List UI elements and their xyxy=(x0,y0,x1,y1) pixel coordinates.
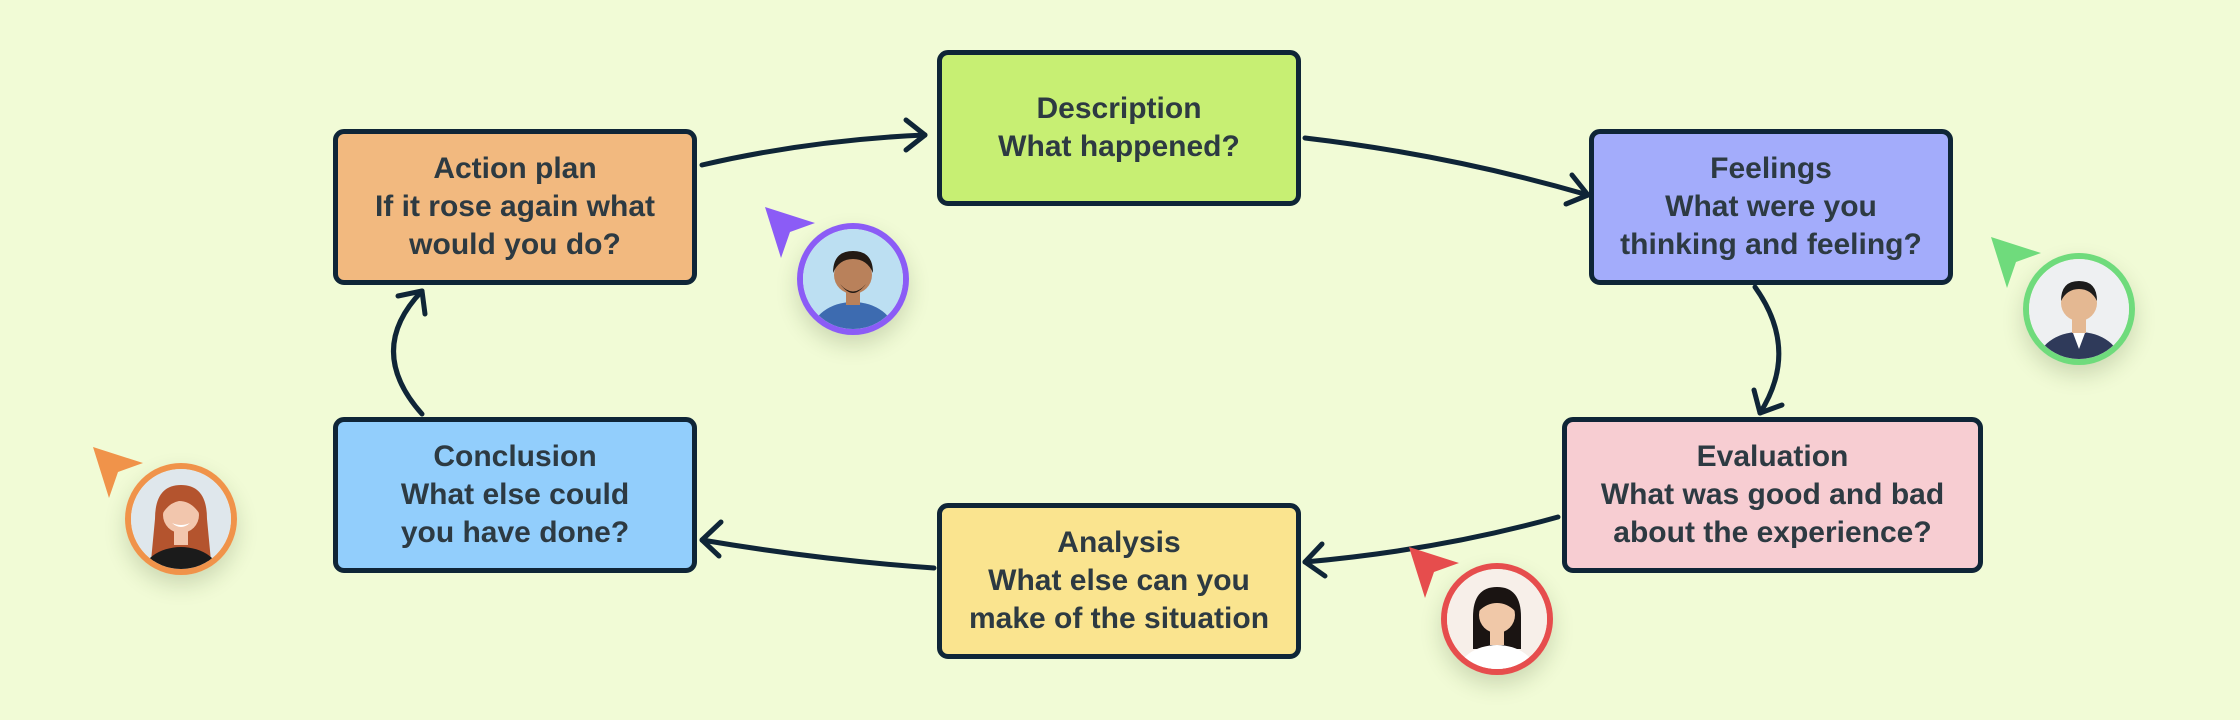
node-action-plan-line-1: If it rose again what xyxy=(374,190,656,223)
connector-feelings-to-evaluation xyxy=(1752,284,1782,416)
cursor-pointer-shape-red xyxy=(1409,547,1459,598)
arrowhead-description xyxy=(903,117,928,153)
connector-conclusion-to-action xyxy=(391,288,425,417)
node-analysis-title: Analysis xyxy=(1057,526,1181,559)
node-action-plan-line-2: would you do? xyxy=(409,228,621,261)
cursor-pointer-icon-purple xyxy=(765,207,815,258)
node-description-line-1: What happened? xyxy=(998,130,1240,163)
connector-action-to-description xyxy=(699,132,928,168)
cursor-pointer-shape-green xyxy=(1991,237,2041,288)
node-feelings[interactable]: Feelings What were you thinking and feel… xyxy=(1589,129,1953,285)
node-conclusion[interactable]: Conclusion What else could you have done… xyxy=(333,417,697,573)
avatar-face-icon-orange xyxy=(131,469,231,569)
node-conclusion-line-1: What else could xyxy=(400,478,630,511)
arrowhead-feelings xyxy=(1563,172,1591,207)
node-analysis-line-2: make of the situation xyxy=(968,602,1270,635)
node-evaluation-line-1: What was good and bad xyxy=(1600,478,1945,511)
node-conclusion-line-2: you have done? xyxy=(400,516,630,549)
node-evaluation[interactable]: Evaluation What was good and bad about t… xyxy=(1562,417,1983,573)
cursor-pointer-shape-purple xyxy=(765,207,815,258)
node-feelings-line-2: thinking and feeling? xyxy=(1620,228,1922,261)
cursor-pointer-icon-green xyxy=(1991,237,2041,288)
cursor-pointer-icon-red xyxy=(1409,547,1459,598)
node-evaluation-title: Evaluation xyxy=(1696,440,1849,473)
node-conclusion-title: Conclusion xyxy=(433,440,597,473)
cursor-pointer-icon-orange xyxy=(93,447,143,498)
node-action-plan[interactable]: Action plan If it rose again what would … xyxy=(333,129,697,285)
node-evaluation-line-2: about the experience? xyxy=(1613,516,1932,549)
node-feelings-title: Feelings xyxy=(1710,152,1832,185)
cursor-pointer-shape-orange xyxy=(93,447,143,498)
connector-analysis-to-conclusion xyxy=(699,537,937,571)
connector-evaluation-to-analysis xyxy=(1302,514,1561,565)
node-analysis[interactable]: Analysis What else can you make of the s… xyxy=(937,503,1301,659)
connector-description-to-feelings xyxy=(1302,135,1591,198)
avatar-purple[interactable] xyxy=(797,223,909,335)
node-analysis-line-1: What else can you xyxy=(988,564,1250,597)
node-description-title: Description xyxy=(1036,92,1202,125)
node-action-plan-title: Action plan xyxy=(433,152,597,185)
arrowhead-conclusion xyxy=(699,519,724,559)
arrowhead-action xyxy=(395,288,428,317)
avatar-face-icon-purple xyxy=(803,229,903,329)
arrowhead-analysis xyxy=(1302,541,1328,579)
node-feelings-line-1: What were you xyxy=(1665,190,1877,223)
avatar-face-icon-green xyxy=(2029,259,2129,359)
avatar-orange[interactable] xyxy=(125,463,237,575)
avatar-green[interactable] xyxy=(2023,253,2135,365)
node-description[interactable]: Description What happened? xyxy=(937,50,1301,206)
avatar-face-icon-red xyxy=(1447,569,1547,669)
avatar-red[interactable] xyxy=(1441,563,1553,675)
arrowhead-evaluation xyxy=(1751,387,1785,416)
